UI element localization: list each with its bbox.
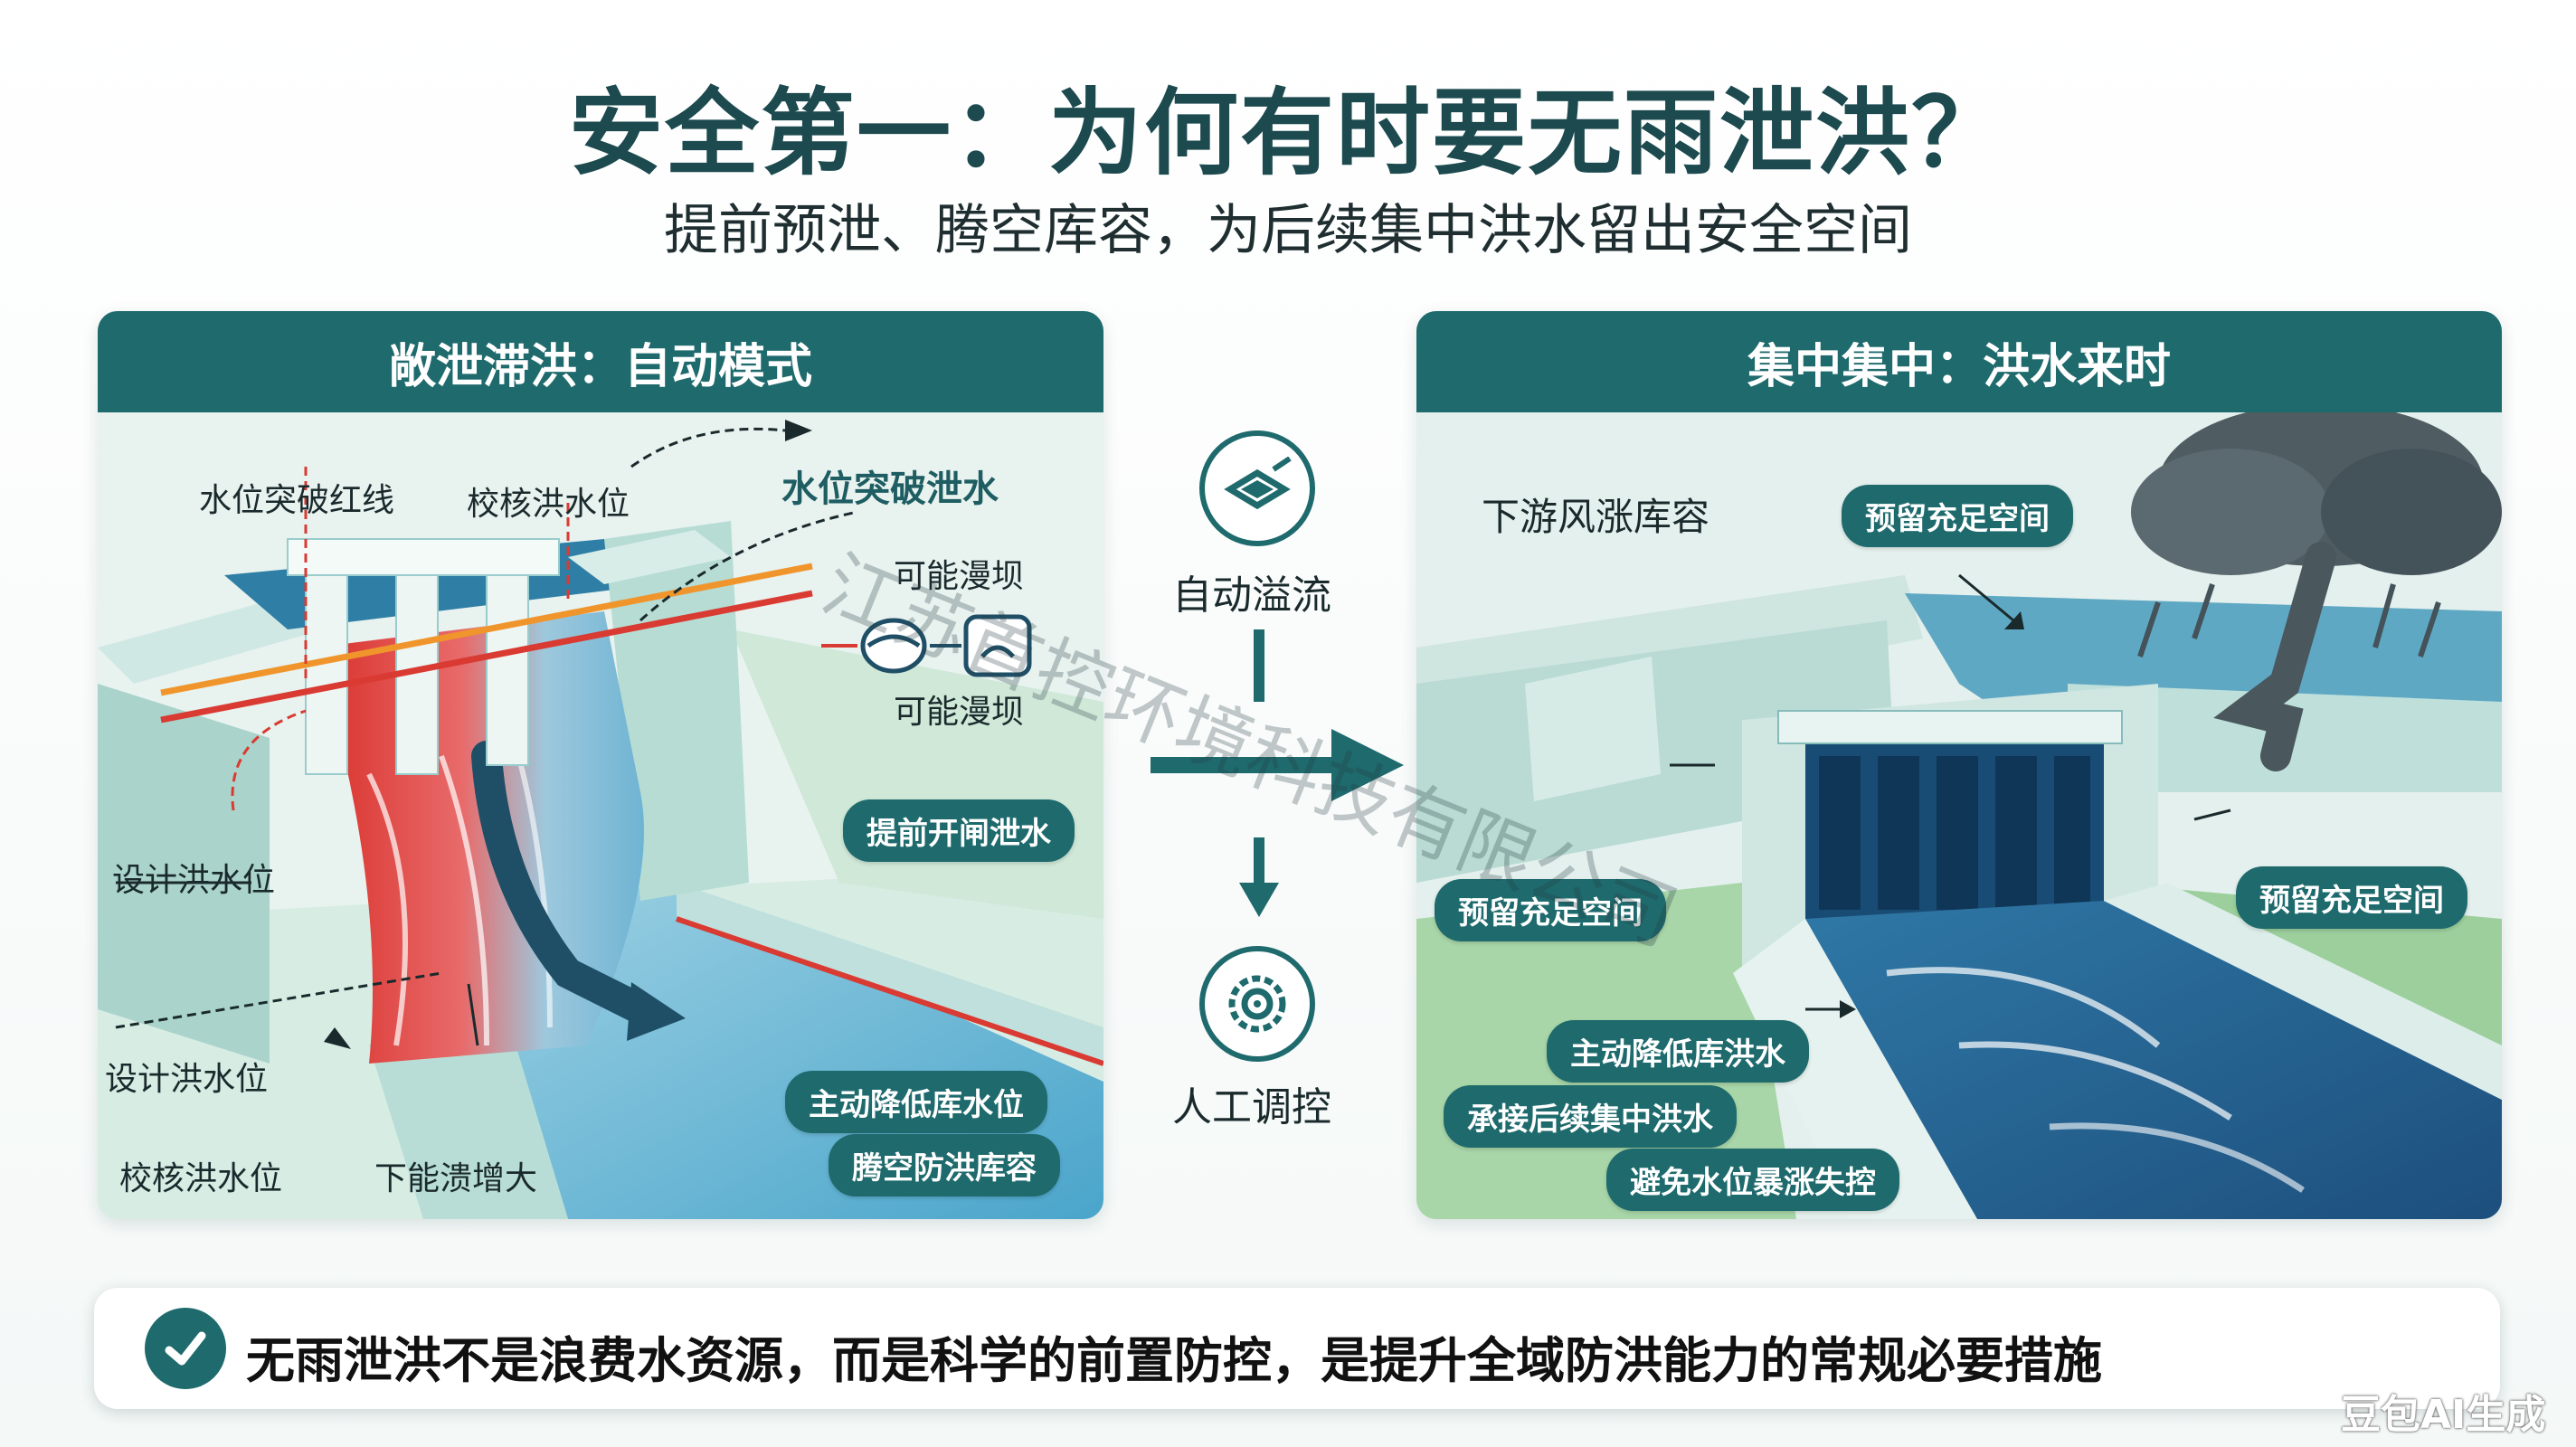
- label-breakthrough: 水位突破泄水: [781, 468, 999, 510]
- left-dam-wall: [98, 684, 270, 1064]
- left-panel: 敞泄滞洪：自动模式: [98, 311, 1103, 1219]
- pill-lower-level: 主动降低库水位: [785, 1071, 1047, 1133]
- pier-1: [305, 574, 348, 775]
- right-panel-title: 集中集中：洪水来时: [1416, 311, 2502, 412]
- page-title: 安全第一：为何有时要无雨泄洪？: [568, 78, 2007, 188]
- auto-overflow-icon: [1199, 430, 1315, 546]
- right-panel: 集中集中：洪水来时: [1416, 311, 2502, 1219]
- label-check-flood-top: 校核洪水位: [467, 486, 630, 523]
- pill-open-gate: 提前开闸泄水: [843, 799, 1075, 862]
- label-may-overtop-2: 可能漫坝: [894, 694, 1025, 731]
- label-downstream-risk: 下游风涨库容: [1482, 495, 1710, 539]
- pill-receive: 承接后续集中洪水: [1444, 1085, 1737, 1148]
- center-arrows: [1151, 629, 1404, 917]
- overtop-icon-1: [860, 618, 927, 674]
- manual-control-label: 人工调控: [1172, 1084, 1331, 1130]
- gate-1: [1819, 756, 1861, 910]
- label-may-overtop-1: 可能漫坝: [894, 558, 1025, 595]
- page-subtitle: 提前预泄、腾空库容，为后续集中洪水留出安全空间: [664, 199, 1912, 262]
- gate-3: [1937, 756, 1978, 910]
- pill-free-capacity: 腾空防洪库容: [829, 1134, 1060, 1196]
- footer-statement-bar: 无雨泄洪不是浪费水资源，而是科学的前置防控，是提升全域防洪能力的常规必要措施: [94, 1288, 2500, 1409]
- ai-generated-badge: 豆包AI生成: [2341, 1392, 2546, 1438]
- gate-4: [1995, 756, 2037, 910]
- pill-reserve-left: 预留充足空间: [1435, 879, 1666, 941]
- left-panel-title: 敞泄滞洪：自动模式: [98, 311, 1103, 412]
- pill-reserve-right: 预留充足空间: [2236, 866, 2467, 929]
- manual-control-icon: [1199, 946, 1315, 1062]
- label-design-flood-left: 设计洪水位: [112, 862, 276, 899]
- right-outflow: [1805, 901, 2502, 1219]
- lightning-bolt: [2213, 542, 2336, 771]
- gate-2: [1878, 756, 1919, 910]
- pill-reserve-top: 预留充足空间: [1842, 485, 2073, 547]
- red-line: [160, 590, 813, 724]
- gate-5: [2054, 756, 2090, 910]
- label-downstream: 下能溃增大: [374, 1160, 538, 1197]
- check-icon: [145, 1308, 226, 1389]
- flow-arrow: [471, 741, 656, 1025]
- label-design-flood-bottom: 设计洪水位: [105, 1061, 269, 1098]
- auto-overflow-label: 自动溢流: [1172, 572, 1331, 619]
- pill-avoid: 避免水位暴涨失控: [1606, 1149, 1899, 1211]
- footer-statement: 无雨泄洪不是浪费水资源，而是科学的前置防控，是提升全域防洪能力的常规必要措施: [246, 1332, 2102, 1389]
- right-dam-illustration: [1416, 412, 2502, 1219]
- label-red-line: 水位突破红线: [199, 482, 395, 519]
- pier-3: [486, 556, 529, 766]
- pill-lower-flood: 主动降低库洪水: [1547, 1020, 1809, 1083]
- label-check-flood-bottom: 校核洪水位: [119, 1160, 283, 1197]
- orange-line: [160, 563, 813, 696]
